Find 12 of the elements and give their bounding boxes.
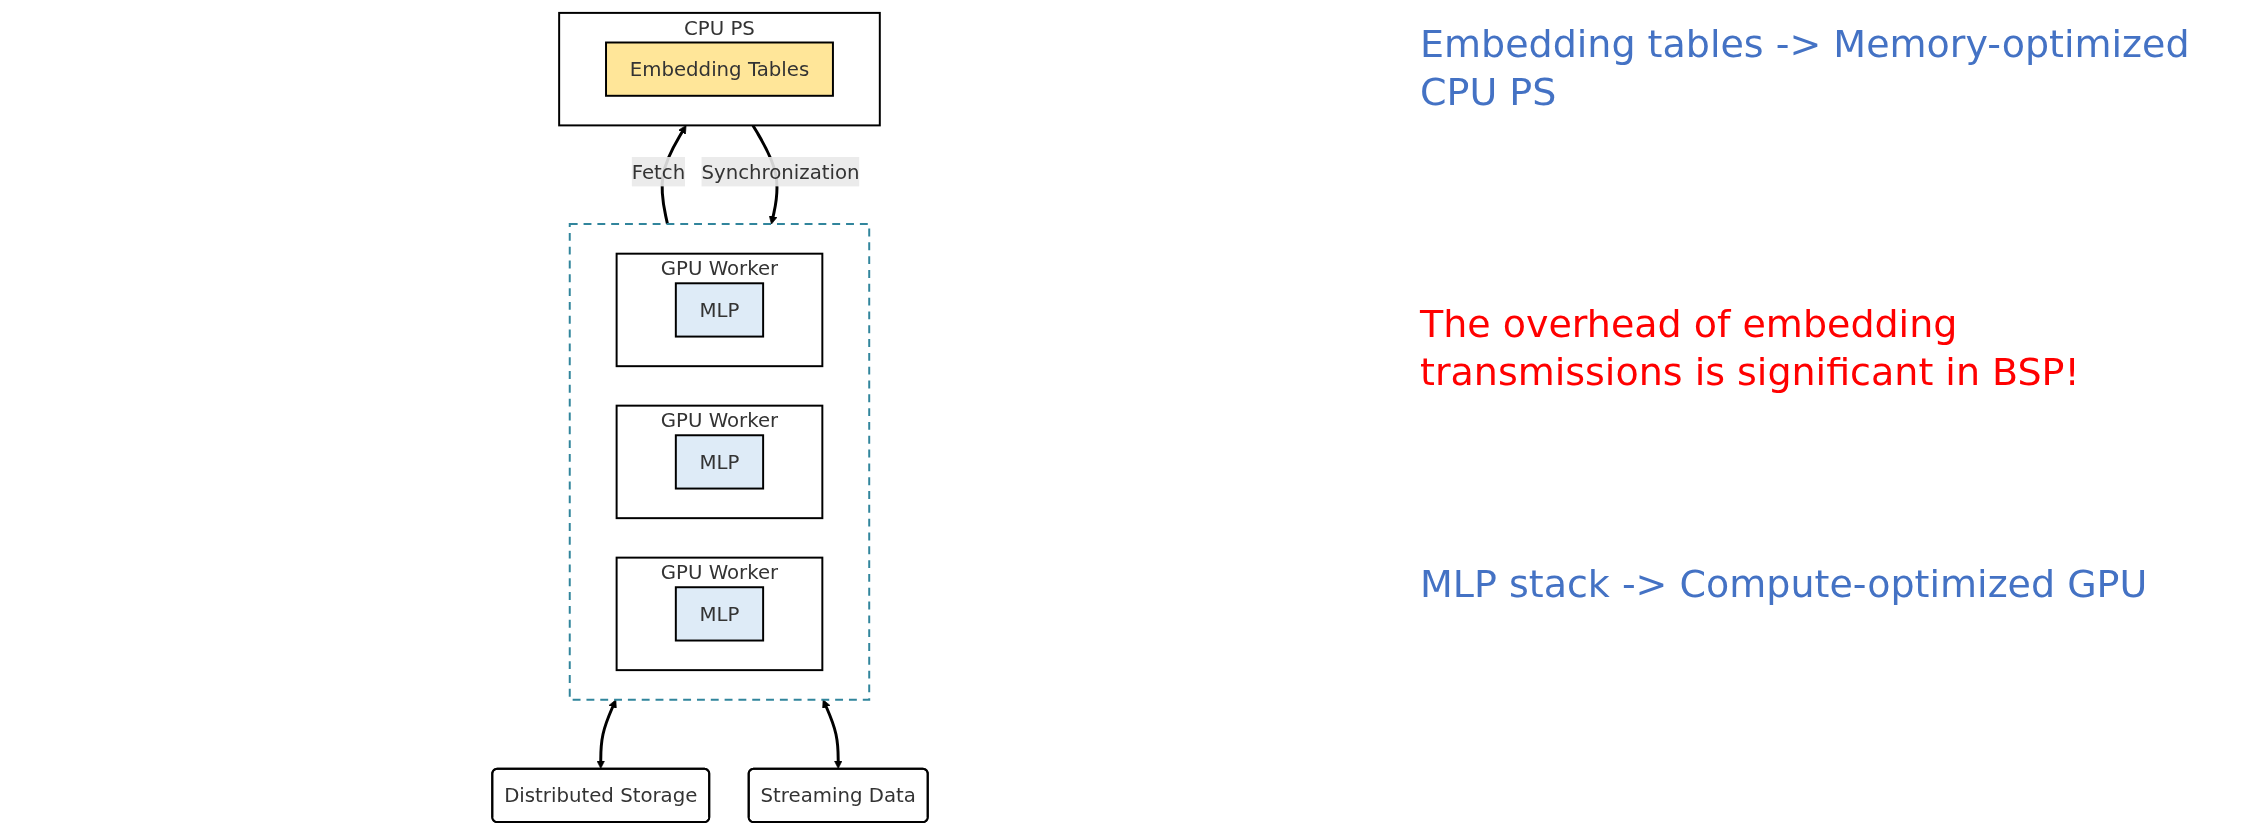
cluster: [568, 223, 871, 701]
node-box: Embedding Tables: [605, 41, 834, 97]
edge-label: Fetch: [631, 159, 686, 184]
node-box: MLP: [674, 586, 765, 642]
arrow: [596, 699, 617, 769]
arrow: [822, 699, 843, 769]
note-text: MLP stack -> Compute-optimized GPU: [1420, 561, 2149, 608]
node-box: MLP: [674, 282, 765, 338]
node-box: MLP: [674, 434, 765, 490]
edge-label: Synchronization: [701, 159, 860, 184]
note-text: Embedding tables -> Memory-optimized CPU PS: [1420, 21, 2191, 116]
note-text: The overhead of embedding transmissions is significant in BSP!: [1420, 301, 2081, 396]
